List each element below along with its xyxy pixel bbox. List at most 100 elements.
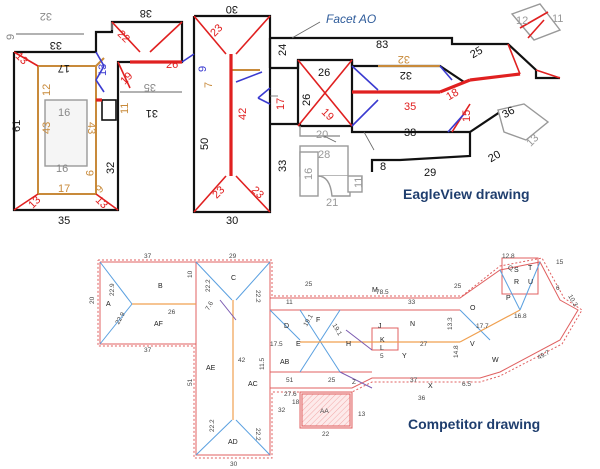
cp-label: 29: [229, 253, 237, 260]
competitor-hips: [99, 261, 541, 456]
ev-label: 11: [353, 177, 365, 188]
cp-label: 6: [556, 285, 560, 292]
ev-label: 35: [144, 81, 156, 93]
ev-label: 16: [58, 107, 70, 119]
ev-label: 9: [83, 170, 95, 176]
ev-label: 24: [277, 44, 289, 56]
ev-label: 35: [404, 101, 416, 113]
facet-ao-callout: Facet AO: [326, 12, 377, 26]
cp-label: 22.2: [209, 419, 216, 432]
ev-label: 9: [5, 34, 17, 40]
ev-label: 18: [444, 87, 461, 104]
ev-label: 42: [237, 108, 249, 120]
ev-label: 25: [468, 45, 485, 62]
ev-label: 32: [40, 10, 52, 22]
cp-label: 17.5: [270, 341, 283, 348]
cp-facet-label: Y: [402, 353, 407, 360]
cp-facet-label: Q: [508, 265, 513, 272]
cp-label: 36: [418, 395, 426, 402]
cp-label: 51: [286, 377, 294, 384]
eagleview-hips: [13, 11, 561, 213]
ev-label: 21: [326, 197, 338, 209]
ev-label: 36: [500, 105, 517, 122]
cp-facet-label: AD: [228, 439, 238, 446]
cp-facet-label: K: [380, 337, 385, 344]
cp-label: 22.2: [254, 428, 261, 441]
cp-label: 19.1: [331, 323, 344, 338]
cp-label: 25: [305, 281, 313, 288]
cp-facet-label: S: [514, 267, 519, 274]
cp-label: 13: [358, 411, 366, 418]
cp-facet-label: L: [380, 345, 384, 352]
cp-facet-label: O: [470, 305, 476, 312]
ev-label: 26: [166, 59, 178, 71]
ev-label: 9: [197, 66, 209, 72]
cp-label: 37: [144, 253, 152, 260]
cp-facet-label: R: [514, 279, 519, 286]
cp-facet-label: AF: [154, 321, 163, 328]
eagleview-roof-diagram: 32 9 33 38 30 83 13 17 22 23 13 26 9 19 …: [5, 3, 563, 227]
cp-label: 10: [187, 270, 194, 278]
eagleview-measurements: 32 9 33 38 30 83 13 17 22 23 13 26 9 19 …: [5, 3, 563, 227]
cp-label: 14.8: [453, 345, 460, 358]
ev-label: 11: [119, 103, 131, 114]
ev-label: 32: [105, 162, 117, 174]
cp-facet-label: N: [410, 321, 415, 328]
ev-label: 43: [41, 122, 53, 134]
cp-facet-label: AE: [206, 365, 216, 372]
cp-label: 33: [408, 299, 416, 306]
cp-label: 19.1: [302, 313, 315, 328]
cp-label: 25: [328, 377, 336, 384]
ev-label: 43: [85, 122, 97, 134]
eagleview-ridges: [96, 54, 521, 176]
cp-facet-label: X: [428, 383, 433, 390]
ev-label: 83: [376, 39, 388, 51]
ev-label: 32: [398, 53, 410, 65]
competitor-valleys: [219, 299, 373, 389]
ev-label: 32: [400, 69, 412, 81]
cp-label: 22.9: [109, 283, 116, 296]
cp-label: 26: [168, 309, 176, 316]
competitor-caption: Competitor drawing: [408, 416, 541, 432]
ev-label: 17: [58, 183, 70, 195]
cp-facet-label: F: [316, 317, 320, 324]
cp-label: 27: [420, 341, 428, 348]
cp-facet-label: P: [506, 295, 511, 302]
cp-label: 37: [410, 377, 418, 384]
competitor-measurements: 37 29 78.5 20 22.9 10 B C 22.2 22.2 25 M…: [89, 253, 579, 468]
ev-label: 28: [318, 149, 330, 161]
cp-facet-label: J: [378, 323, 382, 330]
eagleview-step-lines: [16, 3, 562, 197]
cp-facet-label: AA: [320, 408, 329, 415]
cp-facet-label: C: [231, 275, 236, 282]
ev-label: 17: [58, 62, 70, 74]
ev-label: 16: [56, 163, 68, 175]
cp-label: 5: [380, 353, 384, 360]
eagleview-leaders: [270, 21, 375, 151]
cp-label: 22: [322, 431, 330, 438]
ev-label: 20: [486, 149, 503, 166]
cp-label: 25: [454, 283, 462, 290]
cp-label: 37: [144, 347, 152, 354]
cp-facet-label: H: [346, 341, 351, 348]
cp-facet-label: W: [492, 357, 499, 364]
ev-label: 26: [301, 94, 313, 106]
ev-label: 30: [226, 3, 238, 15]
ev-label: 33: [50, 39, 62, 51]
cp-label: 27.6: [284, 391, 297, 398]
cp-facet-label: D: [284, 323, 289, 330]
cp-label: 42: [238, 357, 246, 364]
cp-label: 16.8: [514, 313, 527, 320]
cp-label: 20: [89, 296, 96, 304]
cp-label: 17.7: [476, 323, 489, 330]
ev-label: 35: [58, 215, 70, 227]
ev-label: 38: [404, 127, 416, 139]
cp-facet-label: T: [528, 265, 533, 272]
ev-label: 30: [226, 215, 238, 227]
cp-label: 7.6: [204, 300, 215, 312]
cp-facet-label: V: [470, 341, 475, 348]
cp-label: 22.2: [254, 290, 261, 303]
ev-label: 17: [275, 98, 287, 110]
cp-label: 13.3: [447, 317, 454, 330]
cp-facet-label: U: [528, 279, 533, 286]
